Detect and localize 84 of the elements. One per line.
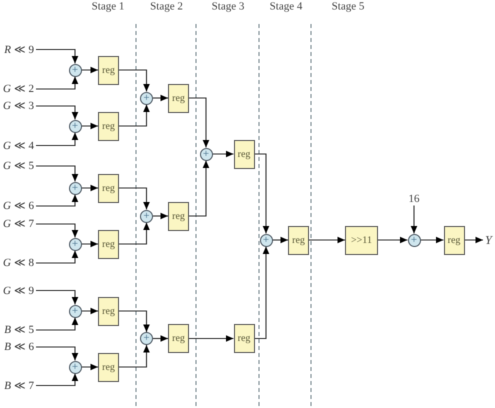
arrow [36,346,78,360]
arrow [378,236,408,244]
arrow [119,104,150,127]
arrow [189,97,210,148]
adder-symbol: + [408,234,420,246]
input-label: B ≪ 7 [0,378,36,392]
arrow [36,194,78,207]
adder-symbol: + [260,234,272,246]
arrow [36,76,78,90]
adder-symbol: + [68,182,82,194]
register-box: reg [168,324,189,353]
arrow [410,206,418,234]
adder-symbol: + [68,304,82,318]
adder-symbol: + [140,332,153,345]
stage-label: Stage 2 [150,2,183,12]
input-label: G ≪ 3 [0,99,36,113]
arrow [36,374,78,386]
arrow [189,335,234,342]
input-label: G ≪ 9 [0,284,36,298]
arrow [153,212,168,220]
register-box: reg [234,324,254,353]
register-box: reg [98,296,119,326]
adder-symbol: + [140,210,153,222]
register-box: reg [98,112,119,140]
register-box: reg [234,140,254,168]
arrow [309,236,345,244]
arrow [464,236,483,244]
input-label: G ≪ 7 [0,217,36,231]
arrow [420,236,444,244]
arrow [119,310,150,332]
arrow [212,150,234,158]
input-label: G ≪ 5 [0,159,36,173]
input-label: R ≪ 9 [0,42,36,56]
arrow [272,236,288,244]
adder-symbol: + [68,238,82,250]
arrow [82,364,98,370]
arrow [119,345,150,368]
adder-symbol: + [140,92,153,104]
stage-label: Stage 3 [212,2,244,12]
arrow [254,153,270,234]
stage-label: Stage 4 [270,2,302,12]
arrow [189,160,210,217]
arrow [36,165,78,182]
arrow [119,69,150,92]
stage-label: Stage 1 [92,2,124,12]
arrow [82,184,98,192]
adder-symbol: + [68,64,82,76]
input-label: G ≪ 4 [0,138,36,152]
stage-label: Stage 5 [332,2,364,12]
arrow [36,48,78,64]
register-box: reg [444,226,464,254]
arrow [82,240,98,248]
input-label: G ≪ 6 [0,199,36,213]
arrow [36,223,78,238]
arrow [82,308,98,314]
arrow [82,122,98,130]
arrow [36,318,78,331]
register-box: reg [98,56,119,84]
register-box: reg [168,84,189,112]
arrow [36,132,78,146]
register-box: reg [98,230,119,258]
arrow [36,105,78,120]
input-label: B ≪ 6 [0,340,36,354]
adder-symbol: + [200,148,212,160]
output-label: Y [483,233,494,247]
shift-box: >>11 [345,226,378,254]
register-box: reg [168,202,189,230]
arrow [153,94,168,102]
register-box: reg [98,352,119,382]
register-box: reg [98,174,119,202]
arrow [36,250,78,264]
arrow [153,335,168,342]
arrow [254,246,270,340]
arrow [119,222,150,245]
adder-symbol: + [68,360,82,374]
input-label: G ≪ 2 [0,82,36,96]
arrow [36,290,78,304]
input-label: G ≪ 8 [0,256,36,270]
adder-symbol: + [68,120,82,132]
constant-label: 16 [406,192,422,206]
input-label: B ≪ 5 [0,323,36,337]
register-box: reg [288,226,309,254]
arrow [119,187,150,210]
arrow [82,66,98,74]
